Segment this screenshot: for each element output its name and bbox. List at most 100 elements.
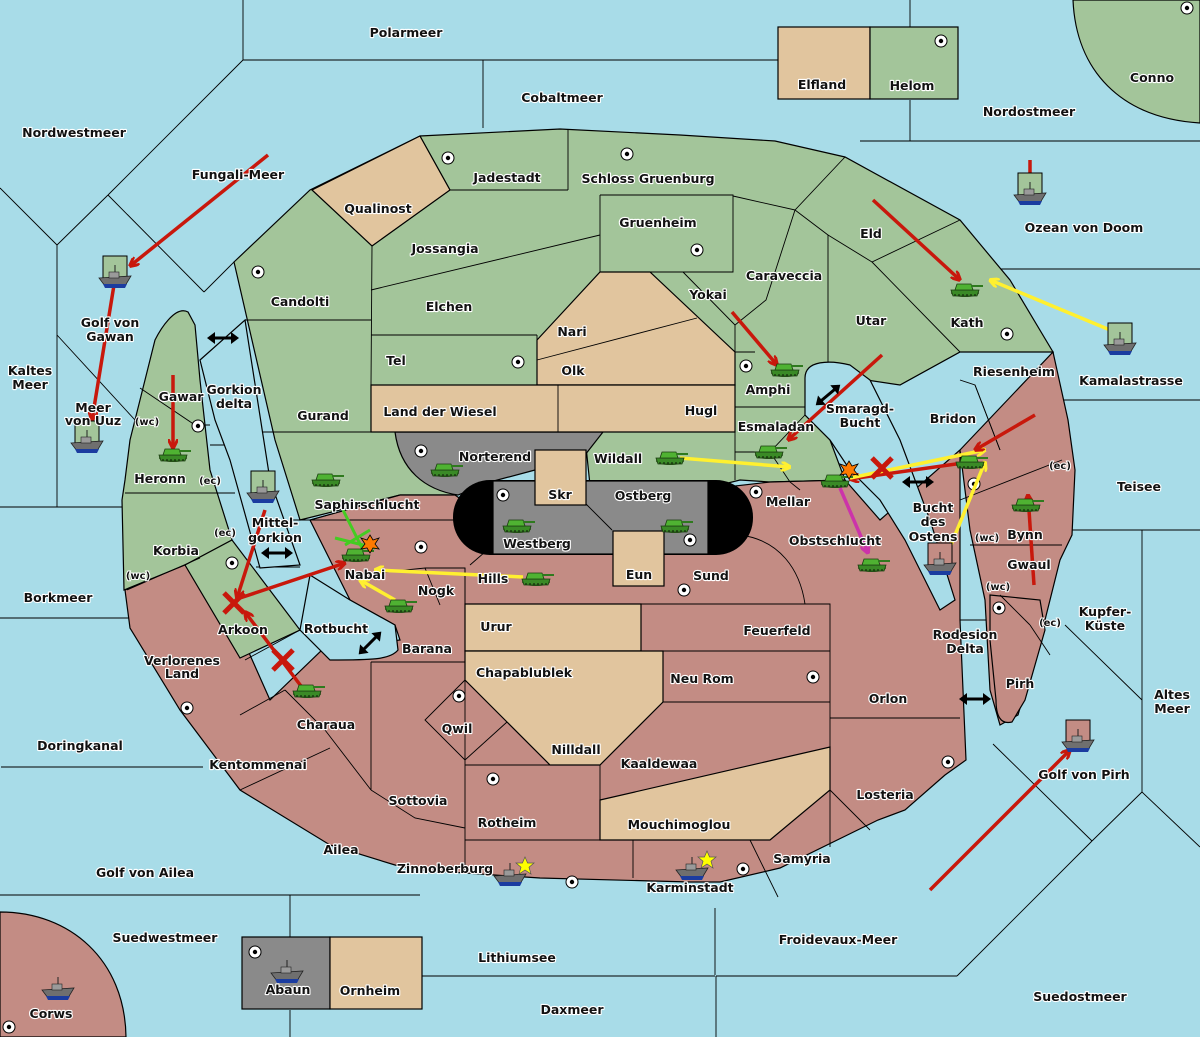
fleet-unit[interactable]	[98, 255, 132, 289]
supply-center-icon	[677, 583, 691, 597]
label-daxmeer: Daxmeer	[540, 1002, 604, 1017]
label-verlorenes-land-2: Land	[165, 666, 199, 681]
supply-center-icon	[683, 533, 697, 547]
order-arrow	[237, 509, 267, 598]
supply-center-icon	[452, 689, 466, 703]
label-fungali-meer: Fungali-Meer	[192, 167, 285, 182]
label-pirh: Pirh	[1006, 676, 1035, 691]
label-altes-meer-2: Meer	[1154, 701, 1190, 716]
label-zinnoberburg: Zinnoberburg	[397, 861, 493, 876]
label-urur: Urur	[480, 619, 512, 634]
label-rodesion-delta-2: Delta	[946, 641, 984, 656]
label-nordostmeer: Nordostmeer	[983, 104, 1076, 119]
label-chapablublek: Chapablublek	[476, 665, 573, 680]
label-saphirschlucht: Saphirschlucht	[315, 497, 420, 512]
label-kaaldewaa: Kaaldewaa	[621, 756, 698, 771]
fleet-unit[interactable]	[246, 470, 280, 504]
supply-center-icon	[496, 488, 510, 502]
label-abaun: Abaun	[266, 982, 311, 997]
order-arrow	[360, 580, 396, 602]
label-golf-von-gawan-2: Gawan	[86, 329, 134, 344]
label-elchen: Elchen	[426, 299, 473, 314]
order-arrow	[850, 460, 971, 479]
label-rotheim: Rotheim	[478, 815, 537, 830]
label-gawar: Gawar	[159, 389, 205, 404]
sea-smaragd-bucht[interactable]	[804, 361, 956, 611]
supply-center-icon	[414, 540, 428, 554]
label-qwil: Qwil	[442, 721, 473, 736]
label-ornheim: Ornheim	[340, 983, 400, 998]
territory-westberg-ostberg	[492, 480, 709, 555]
supply-center-icon	[225, 556, 239, 570]
label-kupfer-kueste-1: Kupfer-	[1079, 604, 1132, 619]
label-mittelgorkion-1: Mittel-	[252, 515, 299, 530]
label-bynn: Bynn	[1007, 527, 1042, 542]
label-gwaul-wc: (wc)	[986, 582, 1010, 593]
supply-center-icon	[1000, 327, 1014, 341]
label-mouchimoglou: Mouchimoglou	[628, 817, 731, 832]
fleet-unit[interactable]	[1061, 719, 1095, 753]
label-neu-rom: Neu Rom	[670, 671, 733, 686]
cross-icon	[222, 591, 246, 615]
fleet-unit[interactable]	[70, 420, 104, 454]
label-sund: Sund	[693, 568, 729, 583]
label-ostberg: Ostberg	[615, 488, 672, 503]
label-kaltes-meer-1: Kaltes	[8, 363, 52, 378]
label-candolti: Candolti	[271, 294, 330, 309]
label-suedostmeer: Suedostmeer	[1033, 989, 1127, 1004]
label-wildall: Wildall	[594, 451, 642, 466]
supply-center-icon	[565, 875, 579, 889]
label-orlon: Orlon	[869, 691, 908, 706]
label-golf-von-ailea: Golf von Ailea	[96, 865, 194, 880]
units-layer	[41, 172, 1137, 1001]
label-barana: Barana	[402, 641, 452, 656]
label-mittelgorkion-2: gorkion	[248, 530, 302, 545]
order-arrow	[730, 310, 777, 365]
label-golf-von-pirh: Golf von Pirh	[1038, 767, 1129, 782]
internal-borders	[125, 129, 1063, 898]
label-korbia-wc: (wc)	[126, 571, 150, 582]
supply-center-icon	[180, 701, 194, 715]
label-corws: Corws	[30, 1006, 73, 1021]
label-nogk: Nogk	[418, 583, 455, 598]
territory-eun[interactable]	[612, 530, 665, 587]
label-nordwestmeer: Nordwestmeer	[22, 125, 127, 140]
territory-conno[interactable]	[1072, 0, 1200, 124]
label-karminstadt: Karminstadt	[646, 880, 733, 895]
label-kentommenai: Kentommenai	[209, 757, 307, 772]
label-gorkion-delta-2: delta	[216, 396, 252, 411]
label-smaragd-bucht-1: Smaragd-	[826, 401, 894, 416]
fleet-unit[interactable]	[1103, 322, 1137, 356]
label-riesenheim: Riesenheim	[973, 364, 1055, 379]
label-korbia: Korbia	[153, 543, 199, 558]
label-land-der-wiesel: Land der Wiesel	[383, 404, 496, 419]
order-arrow	[946, 462, 985, 553]
label-elfland: Elfland	[798, 77, 846, 92]
fleet-unit[interactable]	[1013, 172, 1047, 206]
label-amphi: Amphi	[746, 382, 791, 397]
label-pirh-ec: (ec)	[1039, 618, 1061, 629]
label-nilldall: Nilldall	[551, 742, 600, 757]
supply-center-icon	[248, 945, 262, 959]
label-gwaul: Gwaul	[1007, 557, 1050, 572]
sea-mittelgorkion[interactable]	[199, 318, 301, 569]
order-arrow	[849, 450, 985, 480]
territory-skr[interactable]	[534, 449, 587, 506]
label-kaltes-meer-2: Meer	[12, 377, 48, 392]
territory-elfland[interactable]	[777, 26, 871, 100]
fleet-unit[interactable]	[923, 542, 957, 576]
supply-center-icon	[941, 755, 955, 769]
label-feuerfeld: Feuerfeld	[743, 623, 810, 638]
territory-corws[interactable]	[0, 911, 127, 1037]
label-jossangia: Jossangia	[410, 241, 478, 256]
label-jadestadt: Jadestadt	[472, 170, 540, 185]
label-bucht-des-ostens-1: Bucht	[913, 500, 954, 515]
label-polarmeer: Polarmeer	[370, 25, 444, 40]
order-arrow	[679, 456, 790, 467]
label-conno: Conno	[1130, 70, 1175, 85]
label-tel: Tel	[386, 353, 406, 368]
label-bucht-des-ostens-3: Ostens	[909, 529, 958, 544]
order-arrow	[788, 353, 884, 440]
territory-ornheim[interactable]	[329, 936, 423, 1010]
